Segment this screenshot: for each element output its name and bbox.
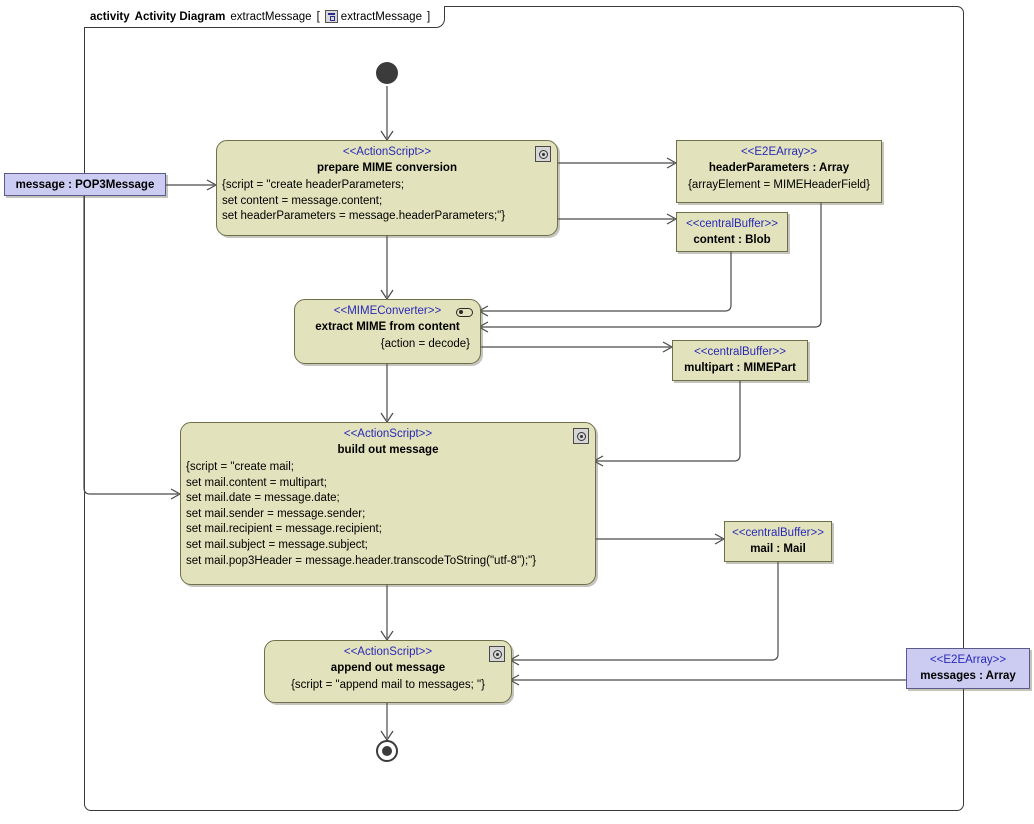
stereotype-label: <<ActionScript>> <box>342 146 432 158</box>
action-body: {action = decode} <box>380 338 470 350</box>
action-body: {script = "append mail to messages; "} <box>291 679 485 691</box>
stereotype-label: <<E2EArray>> <box>740 146 818 158</box>
gear-icon[interactable] <box>535 146 551 162</box>
frame-type: Activity Diagram <box>134 10 226 23</box>
action-extract-mime-from-content[interactable]: <<MIMEConverter>> extract MIME from cont… <box>294 299 481 364</box>
diagram-frame <box>84 6 964 811</box>
frame-keyword: activity <box>90 10 130 23</box>
action-title: extract MIME from content <box>315 321 460 333</box>
stereotype-label: <<centralBuffer>> <box>694 346 786 358</box>
frame-name: extractMessage <box>230 10 312 23</box>
object-node-mail-buffer[interactable]: <<centralBuffer>> mail : Mail <box>724 521 832 562</box>
diagram-frame-header: activity Activity Diagram extractMessage… <box>84 6 446 28</box>
action-body: {script = "create mail; set mail.content… <box>186 461 537 567</box>
activity-final-node[interactable] <box>376 740 398 762</box>
object-node-multipart-buffer[interactable]: <<centralBuffer>> multipart : MIMEPart <box>672 340 808 381</box>
activity-diagram-icon <box>324 10 338 23</box>
stereotype-label: <<E2EArray>> <box>929 654 1007 666</box>
frame-bracket-open: [ <box>316 10 320 23</box>
object-title: headerParameters : Array <box>708 162 850 174</box>
action-title: build out message <box>337 444 439 456</box>
object-title: mail : Mail <box>750 543 806 555</box>
action-title: append out message <box>330 662 446 674</box>
initial-node[interactable] <box>376 62 398 84</box>
object-node-message[interactable]: message : POP3Message <box>4 173 166 196</box>
frame-bracket-close: ] <box>426 10 431 23</box>
stereotype-label: <<centralBuffer>> <box>732 527 824 539</box>
action-title: prepare MIME conversion <box>317 162 457 174</box>
action-body: {script = "create headerParameters; set … <box>222 179 506 223</box>
object-node-messages-array[interactable]: <<E2EArray>> messages : Array <box>906 648 1030 689</box>
object-node-header-parameters[interactable]: <<E2EArray>> headerParameters : Array {a… <box>676 140 882 203</box>
object-title: multipart : MIMEPart <box>684 362 796 374</box>
action-prepare-mime-conversion[interactable]: <<ActionScript>> prepare MIME conversion… <box>216 140 558 236</box>
capsule-icon[interactable] <box>456 308 473 317</box>
gear-icon[interactable] <box>573 428 589 444</box>
action-build-out-message[interactable]: <<ActionScript>> build out message {scri… <box>180 422 596 585</box>
object-title: message : POP3Message <box>15 179 155 191</box>
stereotype-label: <<ActionScript>> <box>343 428 433 440</box>
gear-icon[interactable] <box>489 646 505 662</box>
action-append-out-message[interactable]: <<ActionScript>> append out message {scr… <box>264 640 512 703</box>
object-title: content : Blob <box>693 234 771 246</box>
stereotype-label: <<MIMEConverter>> <box>333 305 442 317</box>
stereotype-label: <<ActionScript>> <box>343 646 433 658</box>
frame-scope: extractMessage <box>340 10 422 23</box>
object-body: {arrayElement = MIMEHeaderField} <box>688 179 870 191</box>
object-title: messages : Array <box>920 670 1016 682</box>
stereotype-label: <<centralBuffer>> <box>686 218 778 230</box>
object-node-content-buffer[interactable]: <<centralBuffer>> content : Blob <box>676 212 788 252</box>
